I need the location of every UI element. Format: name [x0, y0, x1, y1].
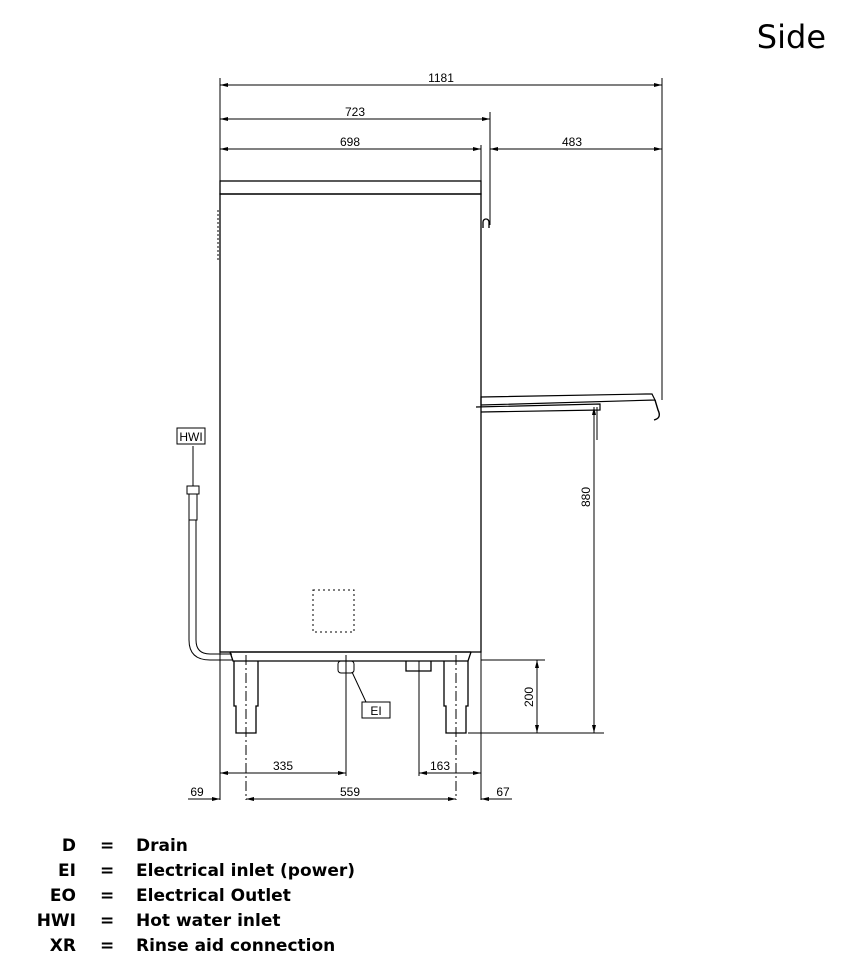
dim-880: 880 [579, 487, 593, 507]
view-title: Side [756, 18, 826, 56]
ei-callout-box [361, 701, 391, 719]
dim-698: 698 [340, 135, 360, 149]
legend-code: HWI [36, 911, 76, 931]
legend-equals: = [100, 911, 115, 931]
legend-description: Electrical inlet (power) [136, 861, 356, 881]
dim-723: 723 [345, 105, 365, 119]
legend-equals: = [100, 861, 115, 881]
hidden-component [312, 589, 355, 633]
dim-69: 69 [190, 785, 204, 799]
dim-200: 200 [522, 687, 536, 707]
machine-body [219, 193, 482, 653]
hwi-callout: HWI [179, 430, 202, 444]
legend-equals: = [100, 836, 115, 856]
legend-equals: = [100, 936, 115, 956]
dim-483: 483 [562, 135, 582, 149]
legend-description: Rinse aid connection [136, 936, 336, 956]
side-shelf [480, 393, 656, 406]
legend-equals: = [100, 886, 115, 906]
top-plate [219, 180, 482, 195]
hwi-callout-box [176, 427, 206, 445]
dim-559: 559 [340, 785, 360, 799]
legend-code: EI [58, 861, 76, 881]
dim-1181: 1181 [428, 71, 454, 85]
legend-code: EO [49, 886, 76, 906]
dim-163: 163 [430, 759, 450, 773]
legend-code: D [61, 836, 76, 856]
ei-callout: EI [370, 704, 381, 718]
legend-code: XR [49, 936, 76, 956]
legend-description: Hot water inlet [136, 911, 281, 931]
hot-water-hose [188, 520, 232, 661]
dim-335: 335 [273, 759, 293, 773]
base-plate [229, 651, 472, 662]
dim-67: 67 [496, 785, 510, 799]
legend-description: Electrical Outlet [136, 886, 291, 906]
legend-description: Drain [136, 836, 188, 856]
